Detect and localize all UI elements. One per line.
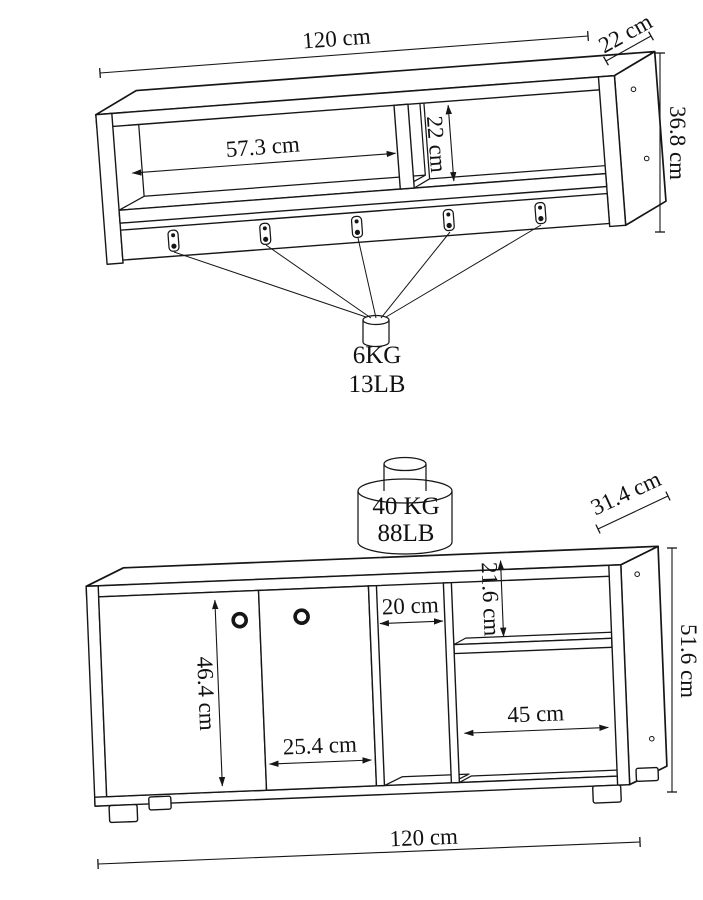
cabinet-leg bbox=[635, 766, 660, 783]
weight-cylinder-icon bbox=[362, 314, 390, 348]
shelf-compartment-height-dimension-line bbox=[497, 560, 507, 638]
cabinet-max-load-kg-label: 40 KG bbox=[372, 493, 439, 520]
shelf-width-dimension-line bbox=[98, 30, 590, 79]
cabinet-shelf-width-label: 45 cm bbox=[507, 700, 565, 727]
cabinet-max-load-lb-label: 88LB bbox=[378, 520, 435, 547]
shelf-left-panel bbox=[95, 112, 124, 265]
shelf-depth-dimension-line bbox=[603, 31, 654, 66]
compartment-height-dimension-line bbox=[445, 104, 457, 182]
shelf-height-label: 36.8 cm bbox=[665, 106, 690, 180]
shelf-width-label: 120 cm bbox=[301, 23, 371, 53]
shelf-max-load-kg-label: 6KG bbox=[353, 342, 402, 369]
door-width-dimension-line bbox=[268, 757, 372, 767]
right-compartment-back-edge bbox=[423, 103, 431, 179]
niche-left-divider bbox=[367, 584, 386, 787]
niche-width-dimension-line bbox=[379, 618, 444, 627]
cabinet-depth-dimension-line bbox=[595, 491, 671, 534]
shelf-compartment-height-label: 21.6 cm bbox=[477, 562, 505, 637]
cam-hole-icon bbox=[634, 571, 640, 577]
door-height-dimension-line bbox=[212, 599, 226, 787]
hook-load-callout: 6KG 13LB bbox=[173, 224, 542, 398]
niche-width-label: 20 cm bbox=[381, 592, 439, 619]
cam-hole-icon bbox=[648, 735, 655, 742]
compartment-height-label: 22 cm bbox=[422, 115, 451, 174]
cam-hole-icon bbox=[630, 86, 637, 93]
coat-hook bbox=[167, 229, 180, 252]
shelf-bottom-panel bbox=[118, 172, 608, 224]
wall-shelf-drawing: 57.3 cm 22 cm 120 cm 22 cm 36.8 cm 6KG 1… bbox=[95, 9, 690, 398]
cam-hole-icon bbox=[643, 155, 650, 162]
shelf-inner-width-label: 57.3 cm bbox=[225, 132, 301, 162]
cabinet-leg bbox=[108, 803, 139, 824]
cabinet-width-label: 120 cm bbox=[389, 824, 458, 852]
door-width-label: 25.4 cm bbox=[282, 732, 357, 760]
cabinet-leg bbox=[592, 784, 622, 804]
door-knob bbox=[231, 611, 248, 629]
cabinet-shelf-width-dimension-line bbox=[463, 724, 609, 737]
cabinet-drawing: 40 KG 88LB bbox=[85, 456, 701, 870]
cabinet-height-label: 51.6 cm bbox=[676, 624, 701, 698]
coat-hook bbox=[259, 222, 272, 245]
cabinet-body: 46.4 cm 25.4 cm 20 cm 21.6 cm 45 cm bbox=[85, 545, 668, 824]
niche-right-divider bbox=[442, 581, 461, 784]
wall-shelf-body: 57.3 cm 22 cm bbox=[95, 50, 667, 265]
shelf-center-divider bbox=[393, 103, 415, 190]
shelf-inner-width-dimension-line bbox=[131, 150, 397, 176]
cabinet-leg bbox=[148, 795, 172, 811]
shelf-max-load-lb-label: 13LB bbox=[349, 371, 406, 398]
door-height-label: 46.4 cm bbox=[192, 656, 220, 731]
coat-hook bbox=[350, 215, 364, 239]
coat-hook bbox=[442, 208, 455, 232]
cabinet-door-middle bbox=[257, 585, 378, 791]
cabinet-door-left bbox=[97, 589, 268, 798]
right-section-shelf-front bbox=[453, 637, 613, 655]
cabinet-weight-cylinder-icon: 40 KG 88LB bbox=[357, 456, 453, 555]
cabinet-right-panel bbox=[608, 564, 631, 786]
cabinet-width-dimension-line bbox=[97, 836, 641, 870]
cabinet-depth-label: 31.4 cm bbox=[587, 466, 665, 520]
coat-hook bbox=[534, 201, 547, 225]
hook-callout-lines bbox=[173, 224, 542, 319]
shelf-right-panel bbox=[597, 74, 627, 228]
hook-rail bbox=[119, 192, 611, 261]
door-knob bbox=[293, 608, 310, 625]
